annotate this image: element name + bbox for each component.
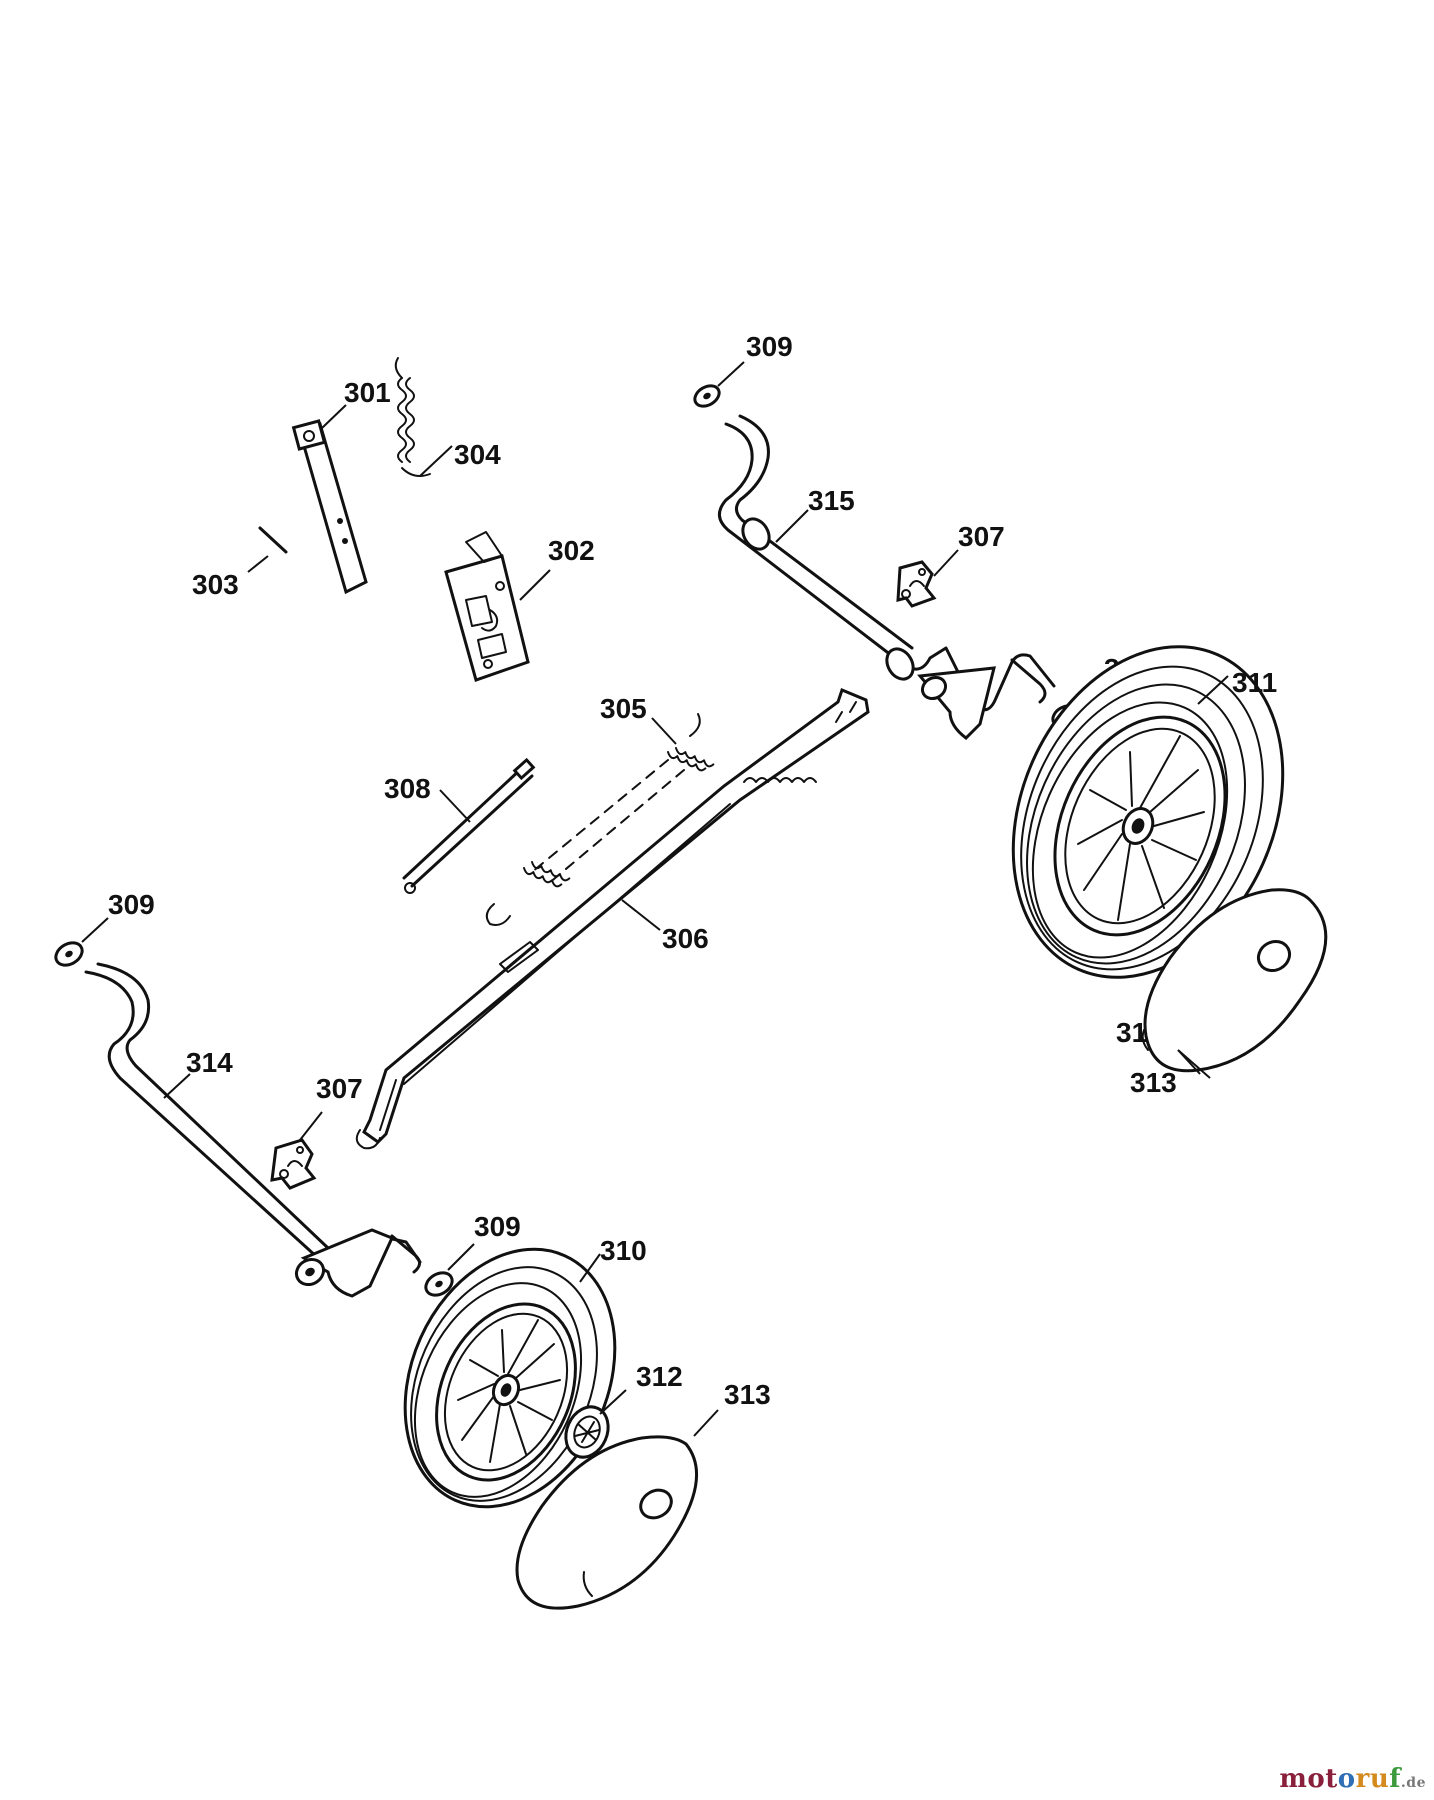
label-313-a: 313 [1130,1067,1177,1098]
part-303-pin [258,526,288,554]
label-309-c: 309 [108,889,155,920]
part-307-clip-top [896,560,937,608]
part-306-adjust-bar [355,687,870,1150]
part-307-clip-left [270,1138,317,1190]
part-308-rod [402,757,536,894]
label-303: 303 [192,569,239,600]
part-310-wheel-left [403,1247,617,1509]
part-315-axle-right [718,414,1056,740]
label-309-d: 309 [474,1211,521,1242]
part-309-washer-bottom [424,1271,454,1297]
part-305-spring [485,713,715,926]
watermark-part-3: ru [1355,1764,1390,1794]
watermark-part-4: f [1389,1764,1401,1794]
label-307-b: 307 [316,1073,363,1104]
label-302: 302 [548,535,595,566]
label-304: 304 [454,439,501,470]
part-313-cover-right [1141,888,1328,1073]
watermark-logo: motoruf.de [1279,1764,1426,1794]
part-313-cover-left [515,1435,698,1610]
label-301: 301 [344,377,391,408]
part-304-spring [394,357,431,477]
label-315: 315 [808,485,855,516]
part-302-latch-plate [444,531,530,682]
label-314: 314 [186,1047,233,1078]
label-307-a: 307 [958,521,1005,552]
label-305: 305 [600,693,647,724]
watermark-part-5: .de [1400,1775,1426,1791]
label-311: 311 [1232,667,1277,698]
label-306: 306 [662,923,709,954]
label-309-a: 309 [746,331,793,362]
label-312-b: 312 [636,1361,683,1392]
label-308: 308 [384,773,431,804]
part-311-wheel-right [1011,645,1285,979]
watermark-part-1: mot [1279,1764,1338,1794]
part-309-washer-top [693,384,721,408]
part-314-axle-left [84,962,422,1298]
label-313-b: 313 [724,1379,771,1410]
part-309-washer-left [54,941,84,967]
part-312-hub-left [564,1405,610,1459]
label-310: 310 [600,1235,647,1266]
part-301-bracket [291,419,368,595]
watermark-part-2: o [1337,1764,1356,1794]
